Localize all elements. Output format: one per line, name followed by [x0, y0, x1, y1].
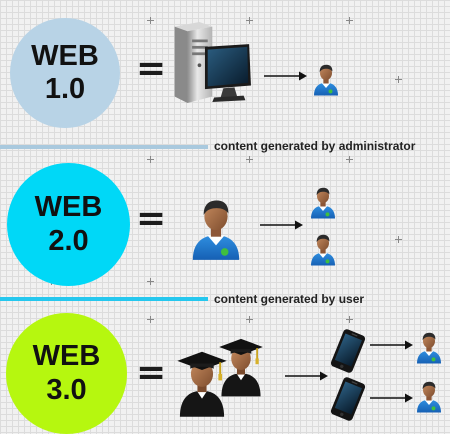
admin-content-caption: content generated by administrator — [214, 139, 416, 153]
user-person-icon — [311, 57, 341, 101]
arrow-right-icon — [370, 340, 413, 350]
grid-cross-mark — [147, 316, 154, 323]
arrow-right-icon — [370, 393, 413, 403]
grid-cross-mark — [395, 76, 402, 83]
user-person-icon — [308, 227, 338, 271]
grid-cross-mark — [246, 316, 253, 323]
server-computer-icon — [170, 20, 262, 105]
user-person-icon — [414, 325, 444, 369]
grid-cross-mark — [395, 236, 402, 243]
user-person-icon — [308, 180, 338, 224]
web1-label-line1: WEB — [31, 39, 99, 72]
grid-cross-mark — [346, 17, 353, 24]
web2-label-line2: 2.0 — [48, 224, 89, 257]
grid-cross-mark — [147, 17, 154, 24]
grid-cross-mark — [147, 156, 154, 163]
web2-label-line1: WEB — [34, 191, 103, 224]
arrow-right-icon — [285, 371, 328, 381]
graduate-cap-person-icon — [218, 334, 264, 399]
user-content-divider — [0, 297, 208, 301]
web1-equals-sign: = — [136, 48, 167, 89]
grid-cross-mark — [346, 316, 353, 323]
web1-label-line2: 1.0 — [44, 73, 86, 105]
web3-equals-sign: = — [136, 352, 167, 393]
grid-cross-mark — [246, 156, 253, 163]
web2-circle: WEB 2.0 — [7, 163, 130, 286]
web3-label-line1: WEB — [32, 340, 101, 373]
grid-cross-mark — [346, 156, 353, 163]
admin-content-divider — [0, 145, 208, 149]
smartphone-icon — [324, 325, 371, 377]
user-person-icon — [187, 186, 245, 270]
web1-circle: WEB 1.0 — [10, 18, 120, 128]
user-person-icon — [414, 374, 444, 418]
grid-cross-mark — [147, 278, 154, 285]
arrow-right-icon — [264, 71, 307, 81]
user-content-caption: content generated by user — [214, 292, 365, 306]
smartphone-icon — [324, 373, 371, 425]
web3-circle: WEB 3.0 — [6, 313, 127, 434]
grid-cross-mark — [246, 17, 253, 24]
web2-equals-sign: = — [136, 198, 167, 239]
arrow-right-icon — [260, 220, 303, 230]
web3-label-line2: 3.0 — [46, 373, 87, 406]
